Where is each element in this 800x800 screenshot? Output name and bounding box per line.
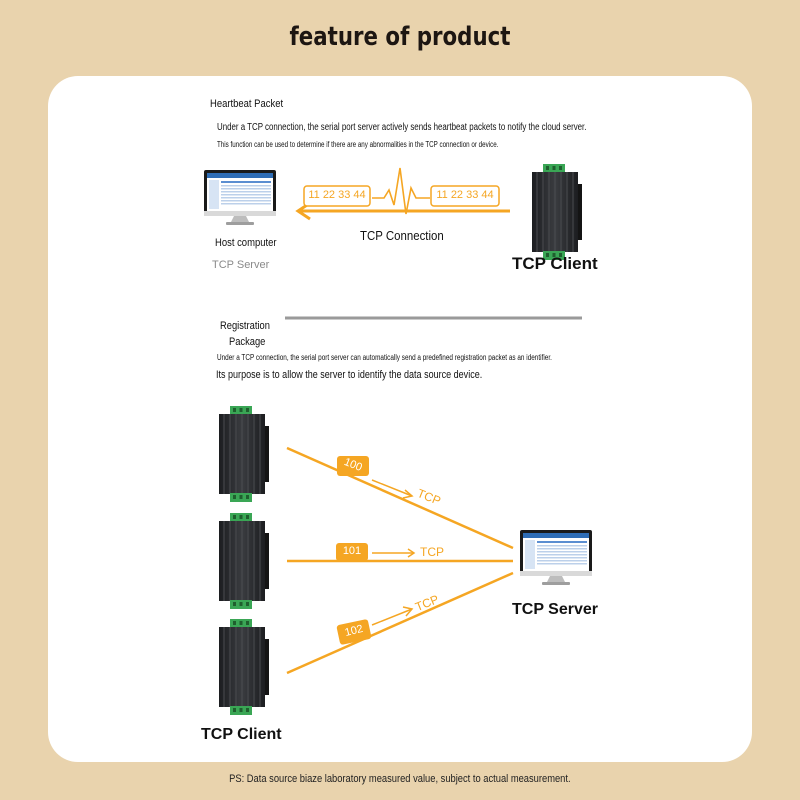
heartbeat-pulse-icon (372, 167, 430, 215)
page-title: feature of product (289, 22, 511, 52)
id-tag-label-101: 101 (342, 545, 362, 557)
registration-heading-line2: Package (229, 336, 266, 348)
heartbeat-description-2: This function can be used to determine i… (217, 140, 499, 149)
footer-note-text: PS: Data source biaze laboratory measure… (229, 773, 571, 785)
registration-description-1: Under a TCP connection, the serial port … (217, 353, 552, 362)
id-tag-100 (337, 456, 369, 476)
registration-heading-line1: Registration (220, 320, 270, 332)
tcp-client-device-icon (218, 405, 270, 503)
host-computer-label: Host computer (215, 237, 277, 249)
tcp-client-group-label: TCP Client (201, 726, 282, 743)
heartbeat-heading: Heartbeat Packet (210, 98, 284, 110)
tcp-arrow-icon (371, 479, 414, 499)
packet-left-label: 11 22 33 44 (308, 189, 366, 201)
tcp-client-device-icon (218, 512, 270, 610)
tcp-arrow-icon (372, 548, 416, 558)
id-tag-102 (336, 619, 372, 645)
packet-box-right (430, 185, 500, 207)
footer-note: PS: Data source biaze laboratory measure… (0, 773, 800, 785)
registration-description-2: Its purpose is to allow the server to id… (216, 369, 483, 381)
heartbeat-description-1: Under a TCP connection, the serial port … (217, 122, 587, 133)
tcp-server-label: TCP Server (512, 601, 598, 618)
tcp-client-label: TCP Client (512, 254, 598, 273)
tcp-label-2: TCP (420, 545, 444, 559)
content-card (48, 76, 752, 762)
id-tag-101 (336, 543, 368, 561)
host-computer-icon (204, 170, 276, 225)
packet-box-left (303, 185, 371, 207)
registration-links (286, 446, 514, 675)
tcp-client-device-icon (531, 163, 583, 261)
tcp-arrow-icon (371, 606, 414, 626)
tcp-server-computer-icon (520, 530, 592, 585)
host-role-label: TCP Server (212, 259, 270, 271)
packet-right-label: 11 22 33 44 (436, 189, 494, 201)
tcp-client-device-icon (218, 618, 270, 716)
tcp-connection-label: TCP Connection (360, 228, 444, 243)
